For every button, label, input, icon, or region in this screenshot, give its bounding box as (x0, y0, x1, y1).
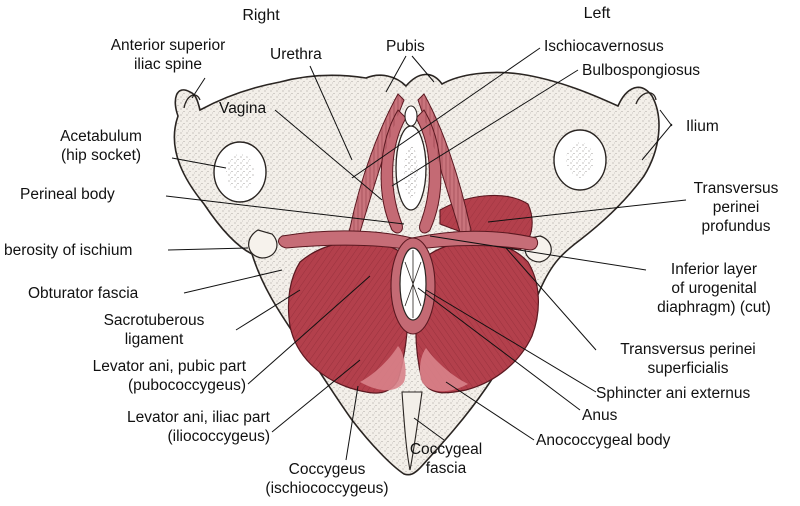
leader-lines (165, 47, 687, 461)
leader-vagina (274, 109, 383, 201)
label-obturator-fascia: Obturator fascia (28, 285, 139, 302)
label-ilium: Ilium (686, 118, 719, 135)
leader-coccygeus (345, 385, 359, 461)
leader-obturator-fascia (183, 269, 283, 294)
label-transversus-perinei-superficialis: Transversus perinei superficialis (620, 341, 756, 377)
leader-ilium-2 (659, 109, 673, 127)
label-anococcygeal-body: Anococcygeal body (536, 432, 671, 449)
side-label-left: Left (583, 5, 611, 22)
leader-coccygeal-fascia (413, 417, 445, 441)
label-pubis: Pubis (386, 38, 425, 55)
label-acetabulum: Acetabulum (hip socket) (60, 128, 142, 164)
levator-ani-muscles (287, 240, 539, 394)
label-coccygeal-fascia: Coccygeal fascia (409, 441, 483, 477)
label-anterior-superior-iliac-spine: Anterior superior iliac spine (110, 37, 226, 73)
label-urethra: Urethra (270, 46, 322, 63)
leader-perineal-body (165, 195, 405, 225)
leader-anococcygeal (445, 381, 535, 441)
leader-transversus-perinei-profundus (487, 199, 687, 223)
coccyx (401, 391, 423, 471)
leader-anterior-superior-iliac-spine (191, 77, 206, 99)
label-bulbospongiosus: Bulbospongiosus (582, 62, 701, 79)
leader-levator-iliac (271, 359, 361, 433)
leader-levator-pubic (247, 275, 371, 385)
leader-sphincter (425, 289, 597, 393)
leader-pubis-right (385, 55, 407, 93)
leader-urethra (309, 65, 353, 161)
leader-ischiocavernosus (351, 47, 541, 179)
leader-bulbospongiosus (391, 69, 579, 187)
label-levator-ani-iliac-part: Levator ani, iliac part (iliococcygeus) (126, 409, 270, 445)
label-anus: Anus (582, 407, 618, 424)
leader-ilium-1 (641, 123, 673, 161)
label-vagina: Vagina (219, 100, 267, 117)
leader-tuberosity (167, 247, 249, 251)
leader-inferior-layer (429, 235, 647, 271)
leader-anus (417, 287, 581, 411)
label-coccygeus: Coccygeus (ischiococcygeus) (265, 461, 389, 497)
label-sacrotuberous-ligament: Sacrotuberous ligament (103, 312, 205, 348)
label-ischiocavernosus: Ischiocavernosus (544, 38, 664, 55)
label-sphincter-ani-externus: Sphincter ani externus (596, 385, 751, 402)
side-label-right: Right (242, 7, 280, 24)
label-tuberosity-of-ischium: berosity of ischium (4, 242, 133, 259)
label-levator-ani-pubic-part: Levator ani, pubic part (pubococcygeus) (92, 358, 246, 394)
leader-pubis-left (411, 55, 435, 83)
leader-transversus-superficialis (505, 247, 597, 351)
leader-acetabulum (171, 157, 227, 169)
leader-sacrotuberous (235, 289, 301, 331)
label-transversus-perinei-profundus: Transversus perinei profundus (693, 180, 779, 235)
urethral-opening (404, 105, 418, 127)
label-perineal-body: Perineal body (20, 186, 115, 203)
label-inferior-layer-urogenital-diaphragm: Inferior layer of urogenital diaphragm) … (657, 261, 771, 316)
